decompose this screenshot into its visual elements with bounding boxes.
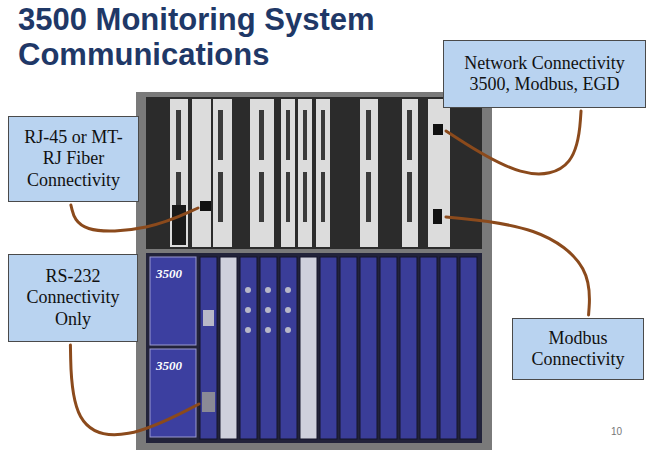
card-connectors-part	[245, 307, 251, 313]
monitor-cards-part	[260, 257, 277, 439]
upper-io-cards-part	[192, 99, 211, 247]
terminal-strips-part	[321, 172, 325, 222]
monitor-cards-part	[440, 257, 457, 439]
monitor-cards-part	[200, 257, 217, 439]
rack-frame-part	[146, 97, 482, 249]
terminal-strips-part	[303, 172, 307, 222]
card-connectors	[202, 287, 291, 412]
terminal-strips-part	[407, 110, 412, 160]
terminal-strips-part	[286, 110, 290, 160]
leader-line	[70, 345, 199, 435]
upper-io-cards-part	[250, 99, 274, 247]
card-connectors-part	[285, 287, 291, 293]
monitor-cards-part	[340, 257, 357, 439]
upper-io-cards-part	[316, 99, 330, 247]
rack-frame-part	[146, 253, 482, 443]
card-connectors-part	[265, 287, 271, 293]
monitor-cards-part	[460, 257, 477, 439]
terminal-strips-part	[366, 172, 371, 222]
monitor-cards-part	[420, 257, 437, 439]
terminal-strips-part	[259, 110, 264, 160]
terminal-strips-part	[218, 172, 223, 222]
upper-io-cards	[170, 99, 450, 247]
ports-part	[433, 209, 442, 224]
monitor-cards-part	[400, 257, 417, 439]
card-connectors-part	[202, 392, 215, 412]
slide-title: 3500 Monitoring System Communications	[18, 3, 438, 72]
module-logo: 3500	[156, 358, 182, 374]
leader-line	[446, 111, 581, 174]
upper-io-cards-part	[360, 99, 378, 247]
upper-io-cards-part	[213, 99, 232, 247]
terminal-strips-part	[259, 172, 264, 222]
card-connectors-part	[285, 327, 291, 333]
ports-part	[200, 201, 211, 211]
monitor-cards-part	[280, 257, 297, 439]
monitor-cards	[200, 257, 477, 439]
module-logo: 3500	[156, 266, 182, 282]
terminal-strips	[176, 110, 412, 222]
callout-box: RJ-45 or MT-RJ Fiber Connectivity	[8, 116, 139, 202]
terminal-strips-part	[321, 110, 325, 160]
terminal-strips-part	[286, 172, 290, 222]
upper-io-cards-part	[298, 99, 312, 247]
ports	[172, 124, 443, 245]
ports-part	[172, 205, 186, 245]
monitor-cards-part	[240, 257, 257, 439]
card-connectors-part	[285, 307, 291, 313]
leader-line	[446, 217, 590, 315]
page-number: 10	[611, 426, 622, 437]
upper-io-cards-part	[281, 99, 295, 247]
card-connectors-part	[265, 327, 271, 333]
monitor-cards-part	[300, 257, 317, 439]
upper-io-cards-part	[170, 99, 188, 247]
callout-box: Network Connectivity 3500, Modbus, EGD	[443, 40, 646, 108]
callout-text: Network Connectivity 3500, Modbus, EGD	[450, 53, 639, 95]
terminal-strips-part	[407, 172, 412, 222]
terminal-strips-part	[366, 110, 371, 160]
monitor-cards-part	[380, 257, 397, 439]
leader-line	[71, 205, 198, 231]
monitor-cards-part	[360, 257, 377, 439]
callout-text: RJ-45 or MT-RJ Fiber Connectivity	[15, 127, 132, 190]
card-connectors-part	[245, 327, 251, 333]
monitor-cards-part	[320, 257, 337, 439]
card-connectors-part	[203, 310, 214, 326]
callout-box: RS-232 Connectivity Only	[8, 254, 138, 342]
callout-text: Modbus Connectivity	[519, 328, 637, 370]
terminal-strips-part	[303, 110, 307, 160]
ports-part	[433, 124, 443, 135]
callout-box: Modbus Connectivity	[512, 318, 644, 380]
card-connectors-part	[265, 307, 271, 313]
monitor-cards-part	[220, 257, 237, 439]
card-connectors-part	[245, 287, 251, 293]
rack-frame-part	[136, 92, 492, 450]
terminal-strips-part	[218, 110, 223, 160]
upper-io-cards-part	[428, 99, 450, 247]
power-supplies-part	[150, 257, 196, 345]
upper-io-cards-part	[402, 99, 418, 247]
callout-text: RS-232 Connectivity Only	[15, 266, 131, 329]
terminal-strips-part	[176, 110, 181, 160]
rack-frame	[136, 92, 492, 450]
